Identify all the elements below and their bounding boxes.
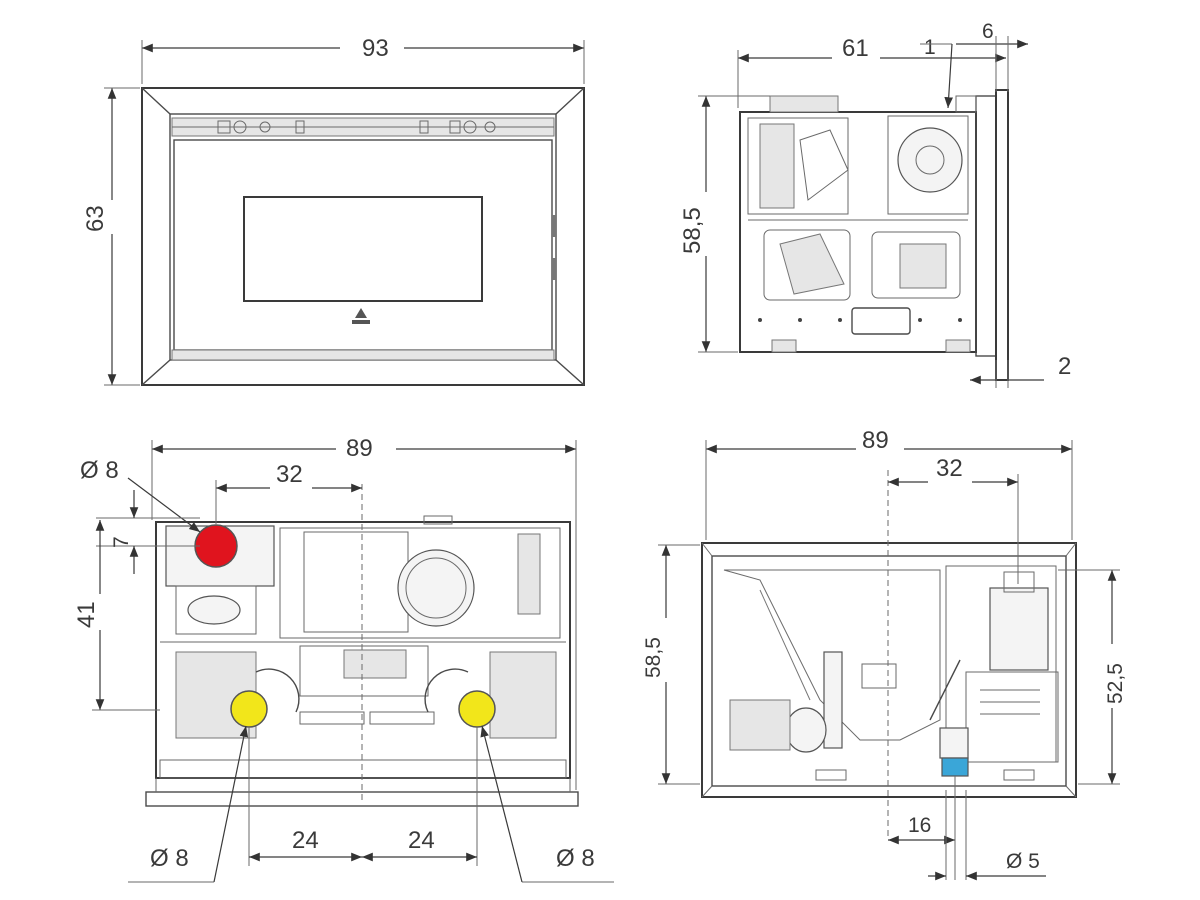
side-frame-thickness-label: 2 — [1058, 353, 1071, 380]
side-ash-compartment — [763, 229, 851, 301]
side-electronics-compartment — [871, 231, 961, 299]
front-outer-frame — [141, 87, 585, 386]
rear-outlet-height-label: 41 — [73, 601, 100, 628]
section-outer-frame — [701, 542, 1077, 798]
side-offset-top-label: 1 — [924, 36, 936, 59]
front-door — [173, 139, 553, 351]
section-pipe-offset-label: 16 — [908, 814, 931, 837]
water-pipe-icon — [941, 757, 969, 777]
rear-motor — [343, 649, 407, 679]
rear-inlet-spacing-left-label: 24 — [292, 827, 319, 854]
front-height-label: 63 — [82, 205, 109, 232]
side-flue-stub — [769, 95, 839, 113]
front-bottom-grille — [171, 349, 555, 361]
rear-view: 89 32 Ø 8 7 41 24 24 Ø 8 Ø — [73, 430, 614, 883]
side-front-panel — [975, 95, 997, 357]
brand-logo-icon — [352, 308, 370, 324]
section-inner-frame — [711, 555, 1067, 787]
front-width-label: 93 — [362, 35, 389, 62]
rear-fan-icon — [397, 549, 475, 627]
front-view: 93 63 — [82, 30, 585, 386]
section-offset-label: 32 — [936, 455, 963, 482]
section-pipe-diameter-label: Ø 5 — [1006, 850, 1040, 873]
rear-right-inlet-diameter-label: Ø 8 — [556, 845, 595, 872]
flue-outlet-icon — [194, 524, 238, 568]
side-offset-right-label: 6 — [982, 20, 994, 43]
rear-width-label: 89 — [346, 435, 373, 462]
section-hopper — [723, 569, 941, 741]
section-right-height-label: 52,5 — [1104, 663, 1127, 704]
side-handle — [851, 307, 911, 335]
rear-base-plate — [145, 791, 579, 807]
side-view: 61 1 6 58,5 2 — [679, 20, 1071, 388]
front-glass-window — [243, 196, 483, 302]
section-view: 89 32 58,5 52,5 16 Ø 5 — [642, 427, 1130, 881]
side-fan-icon — [897, 127, 963, 193]
rear-hopper-panel — [303, 531, 409, 633]
rear-outlet-offset-label: 32 — [276, 461, 303, 488]
section-left-height-label: 58,5 — [642, 637, 665, 678]
left-air-inlet-icon — [230, 690, 268, 728]
side-height-label: 58,5 — [679, 207, 706, 254]
side-depth-label: 61 — [842, 35, 869, 62]
rear-left-inlet-diameter-label: Ø 8 — [150, 845, 189, 872]
section-width-label: 89 — [862, 427, 889, 454]
side-front-frame — [995, 89, 1009, 381]
section-auger — [823, 651, 843, 749]
section-fan-box — [989, 587, 1049, 671]
right-air-inlet-icon — [458, 690, 496, 728]
rear-inlet-spacing-right-label: 24 — [408, 827, 435, 854]
rear-outlet-diameter-label: Ø 8 — [80, 457, 119, 484]
section-pipe-housing — [939, 727, 969, 759]
rear-outlet-spacing-label: 7 — [110, 536, 133, 548]
